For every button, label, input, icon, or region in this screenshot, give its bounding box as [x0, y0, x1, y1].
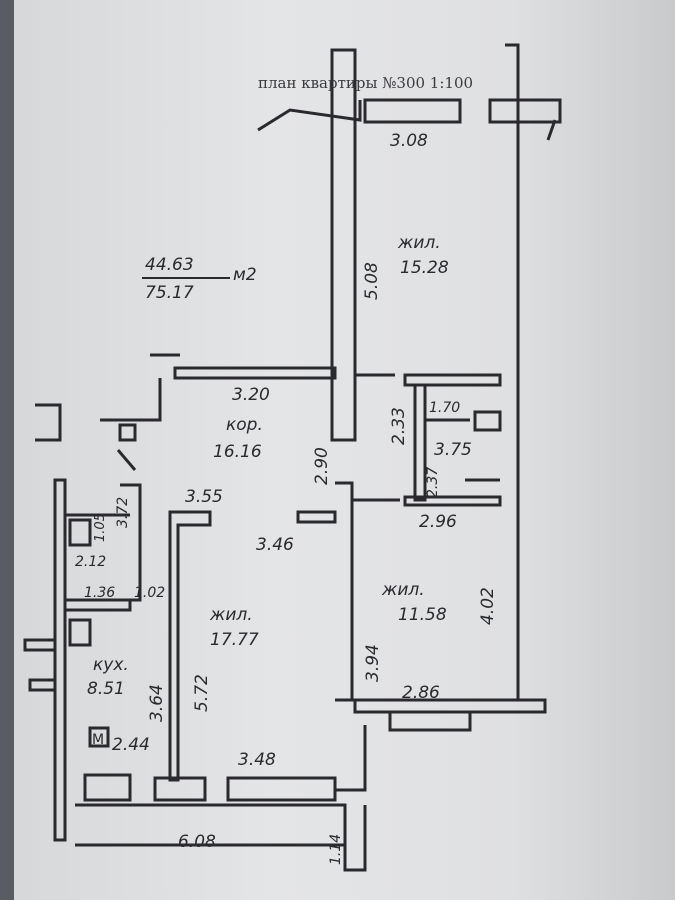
living-right-type: жил. — [381, 580, 425, 600]
dim-closet-a: 2.33 — [389, 407, 409, 445]
dim-kitchen-v: 3.64 — [147, 684, 167, 722]
top-right-window — [488, 98, 562, 124]
dim-balcony-d: 1.14 — [328, 834, 344, 865]
left-room-wall — [168, 510, 212, 782]
left-room-window — [226, 776, 337, 802]
balcony-right-post — [343, 805, 367, 872]
corridor-area: 16.16 — [213, 442, 262, 462]
kitchen-area: 8.51 — [87, 679, 125, 699]
dim-balcony-w: 6.08 — [178, 832, 216, 852]
living-right-area: 11.58 — [398, 605, 447, 625]
right-outer-wall — [505, 43, 520, 702]
dim-closet-b: 1.70 — [429, 400, 460, 416]
area-total: 75.17 — [145, 283, 194, 303]
closet-bottom-wall — [403, 495, 502, 507]
left-outer-stub — [23, 638, 57, 652]
dim-right-bottom: 2.86 — [402, 683, 440, 703]
dim-bath-v: 3.72 — [115, 497, 131, 528]
closet-top-wall — [403, 373, 502, 387]
closet-left-wall — [413, 383, 427, 502]
living-top-area: 15.28 — [400, 258, 449, 278]
central-wall-upper — [330, 48, 357, 442]
dim-closet-d: 2.37 — [425, 467, 441, 498]
dim-balcony-m: 2.44 — [112, 735, 150, 755]
dim-corridor-w: 3.20 — [232, 385, 270, 405]
living-left-area: 17.77 — [210, 630, 259, 650]
living-top-type: жил. — [397, 233, 441, 253]
corridor-top-wall — [173, 366, 337, 380]
right-room-window — [388, 710, 472, 732]
left-room-vent — [153, 776, 207, 802]
dim-right-w: 2.96 — [419, 512, 457, 532]
right-room-bottom-wall — [353, 698, 547, 714]
left-margin-bracket — [35, 403, 62, 442]
left-room-door — [296, 510, 337, 524]
toilet-fixture — [68, 518, 92, 547]
bath-bottom-wall — [63, 598, 132, 612]
corridor-left-wall — [100, 378, 162, 422]
central-wall-lower — [335, 481, 354, 702]
dim-door-len: 3.46 — [256, 535, 294, 555]
dim-right-h: 4.02 — [478, 587, 498, 625]
meter-box — [88, 726, 110, 748]
dim-left-h: 5.72 — [192, 674, 212, 712]
dim-wc-b: 1.36 — [84, 585, 115, 601]
plan-title: план квартиры №300 1:100 — [258, 74, 473, 92]
dim-closet-c: 3.75 — [434, 440, 472, 460]
right-room-lower-wall — [335, 725, 367, 792]
area-living: 44.63 — [145, 255, 194, 275]
living-left-type: жил. — [209, 605, 253, 625]
left-small-square — [118, 423, 137, 442]
sink-fixture — [68, 618, 92, 647]
left-door-tick — [116, 449, 137, 471]
dim-bath: 1.02 — [134, 585, 165, 601]
dim-wc-a: 2.12 — [75, 554, 106, 570]
dim-living-top-len: 5.08 — [362, 262, 382, 300]
paper — [14, 0, 675, 900]
dim-left-w: 3.55 — [185, 487, 223, 507]
kitchen-window — [83, 773, 132, 802]
kitchen-type: кух. — [93, 655, 129, 675]
walls — [23, 43, 562, 872]
dim-wc-small: 1.05 — [93, 513, 108, 542]
dim-left-bottom: 3.48 — [238, 750, 276, 770]
dim-right-side: 3.94 — [363, 644, 383, 682]
top-right-wall-tick — [546, 119, 557, 141]
left-outer-wall — [53, 478, 67, 842]
area-unit: м2 — [233, 265, 257, 285]
corridor-type: кор. — [226, 415, 263, 435]
closet-fixture — [473, 410, 502, 432]
top-left-wall — [257, 100, 362, 132]
meter-letter: М — [92, 732, 104, 748]
dim-top-window: 3.08 — [390, 131, 428, 151]
left-outer-stub-2 — [28, 678, 57, 692]
dim-corridor-h: 2.90 — [312, 447, 332, 485]
top-window-unit — [363, 98, 462, 124]
